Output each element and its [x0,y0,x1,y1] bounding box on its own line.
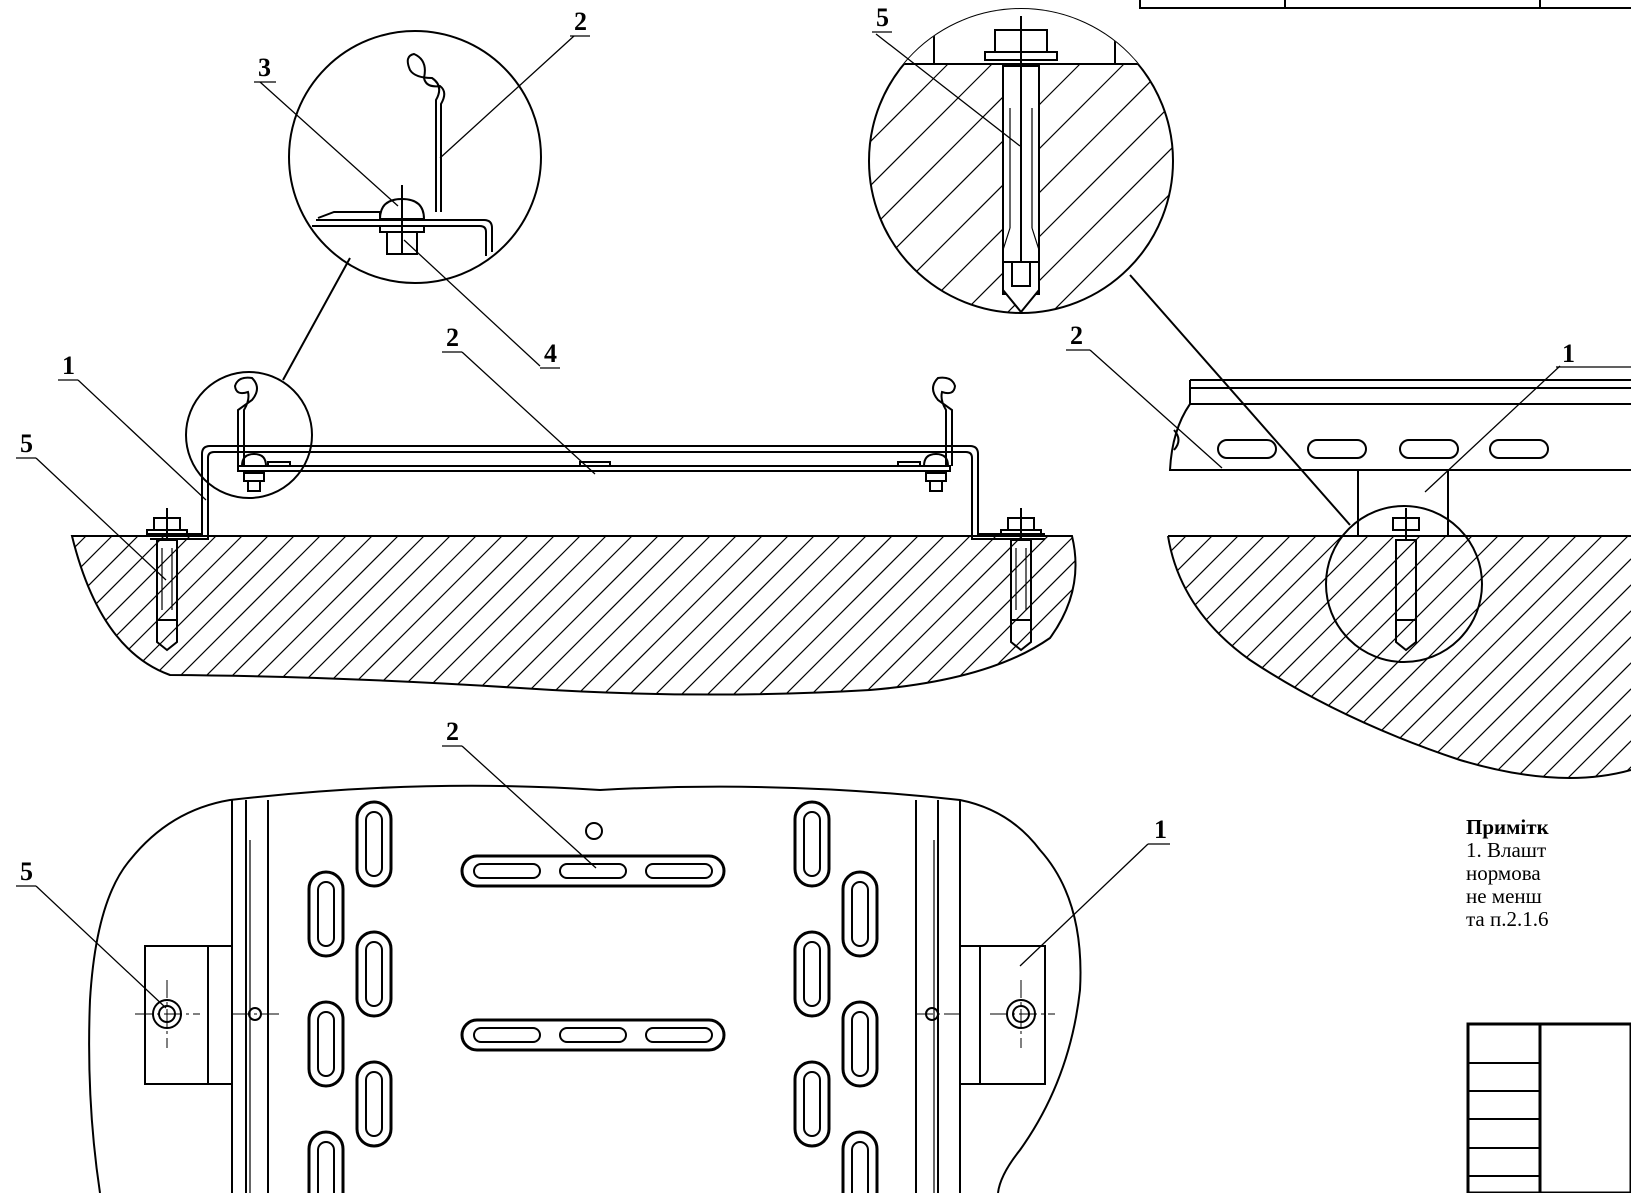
side-tray-part-2 [1168,379,1631,471]
plan-bracket-left [135,945,280,1085]
callout-plan-1: 1 [1154,815,1167,844]
concrete-base [70,535,1077,696]
callout-side-1: 1 [1562,339,1575,368]
callout-detail-b-5: 5 [876,3,889,32]
callout-section-2: 2 [446,323,459,352]
callout-side-2: 2 [1070,321,1083,350]
plan-view [88,784,1082,1193]
title-block-bottom [1466,1022,1631,1193]
callout-labels: 2 3 4 2 1 5 5 2 1 2 1 5 [16,3,1631,1009]
callout-section-1: 1 [62,351,75,380]
notes-title: Примітк [1466,816,1549,839]
note-line: нормова [1466,861,1541,885]
plan-bracket-right [915,945,1055,1085]
detail-b-marker [1325,505,1483,663]
callout-detail-a-2: 2 [574,7,587,36]
plan-rail-left [231,800,269,1193]
detail-a-view [259,30,575,367]
callout-plan-5: 5 [20,857,33,886]
plan-rail-right [915,800,961,1193]
front-section-view [70,257,1077,696]
screw-right [922,452,950,492]
title-block-top [1139,0,1631,9]
notes-block: Примітк 1. Влашт нормова не менш та п.2.… [1466,816,1631,931]
bracket-part-1 [150,445,1045,540]
side-concrete-base [1167,535,1631,779]
callout-detail-a-3: 3 [258,53,271,82]
cable-tray-part-2 [233,376,957,472]
anchor-bolt-left [146,508,188,652]
plan-tray-part-2 [307,800,879,1193]
callout-detail-a-4: 4 [544,339,557,368]
side-bracket-part-1 [1357,469,1449,537]
side-view [1089,349,1631,779]
note-line: та п.2.1.6 [1466,907,1549,931]
callout-plan-2: 2 [446,717,459,746]
note-line: 1. Влашт [1466,838,1547,862]
note-line: не менш [1466,884,1542,908]
detail-a-marker [185,371,313,499]
callout-section-5: 5 [20,429,33,458]
side-anchor [1392,508,1420,652]
anchor-bolt-right [1000,508,1042,652]
screw-left [240,452,268,492]
